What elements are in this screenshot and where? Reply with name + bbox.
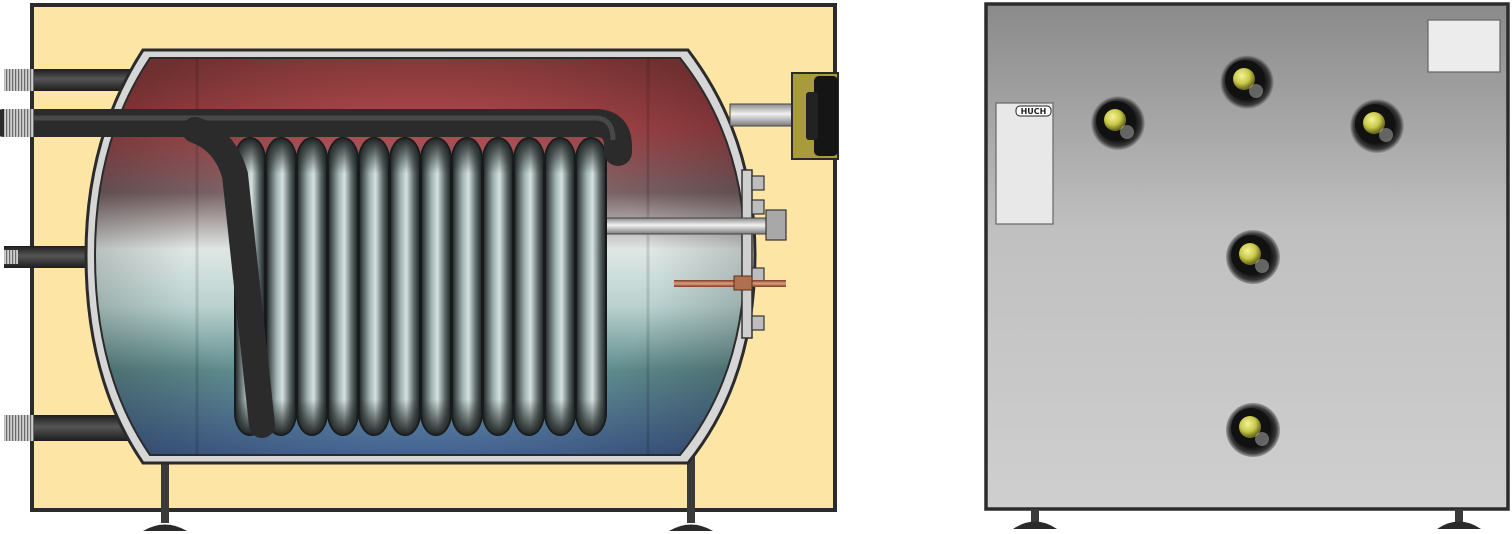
coil-turn-shade	[266, 138, 296, 435]
coil-turn-shade	[545, 138, 575, 435]
cutaway-view	[0, 3, 839, 531]
coil-turn-shade	[452, 138, 482, 435]
immersion-sleeve	[604, 217, 778, 235]
coil-turn-shade	[576, 138, 606, 435]
connection-port	[1220, 55, 1274, 109]
brand-logo: HUCH	[1021, 107, 1047, 116]
info-label	[995, 102, 1054, 225]
coil-turn-shade	[390, 138, 420, 435]
tank-legs	[143, 455, 713, 531]
exterior-view: HUCH	[984, 2, 1510, 529]
coil-turn-shade	[483, 138, 513, 435]
coil-turn-shade	[421, 138, 451, 435]
valve-fitting	[791, 72, 839, 160]
inspection-flange	[741, 169, 765, 339]
sensor-rod	[674, 280, 786, 287]
connection-port	[1226, 230, 1280, 284]
coil-return-pipe	[182, 117, 275, 438]
connection-port	[1091, 96, 1145, 150]
coil-turn-shade	[514, 138, 544, 435]
exterior-feet	[1013, 509, 1481, 529]
rating-plate	[1427, 19, 1501, 73]
coil-turn-shade	[297, 138, 327, 435]
connection-port	[1350, 99, 1404, 153]
coil-turn-shade	[328, 138, 358, 435]
coil-turn-shade	[359, 138, 389, 435]
connection-ports	[1091, 55, 1404, 457]
connection-port	[1226, 403, 1280, 457]
heating-coil	[234, 137, 607, 436]
